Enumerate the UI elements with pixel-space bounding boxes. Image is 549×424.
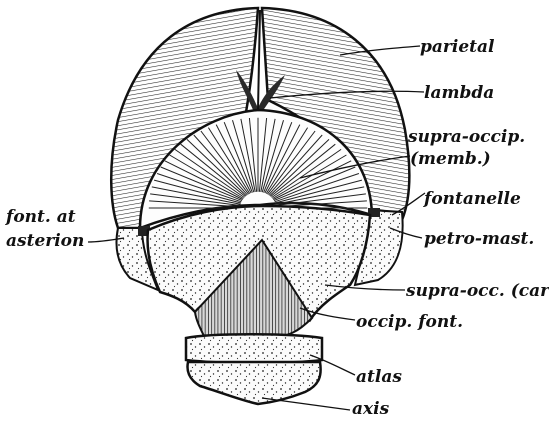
label-supra-occ-cartil: supra-occ. (cartil.) [405, 281, 549, 301]
label-font-at-line2: asterion [6, 231, 84, 251]
label-petro-mast: petro-mast. [424, 229, 534, 249]
label-fontanelle: fontanelle [423, 189, 521, 209]
label-parietal: parietal [420, 37, 495, 57]
label-atlas: atlas [356, 367, 402, 387]
label-font-at-line1: font. at [5, 207, 76, 227]
label-occip-font: occip. font. [356, 312, 463, 332]
atlas-vertebra [186, 334, 322, 363]
label-axis: axis [352, 399, 390, 419]
label-supra-occip-line2: (memb.) [410, 149, 491, 169]
label-lambda: lambda [424, 83, 494, 103]
sagittal-suture [258, 10, 260, 110]
axis-vertebra [188, 362, 321, 404]
label-supra-occip-line1: supra-occip. [407, 127, 525, 147]
